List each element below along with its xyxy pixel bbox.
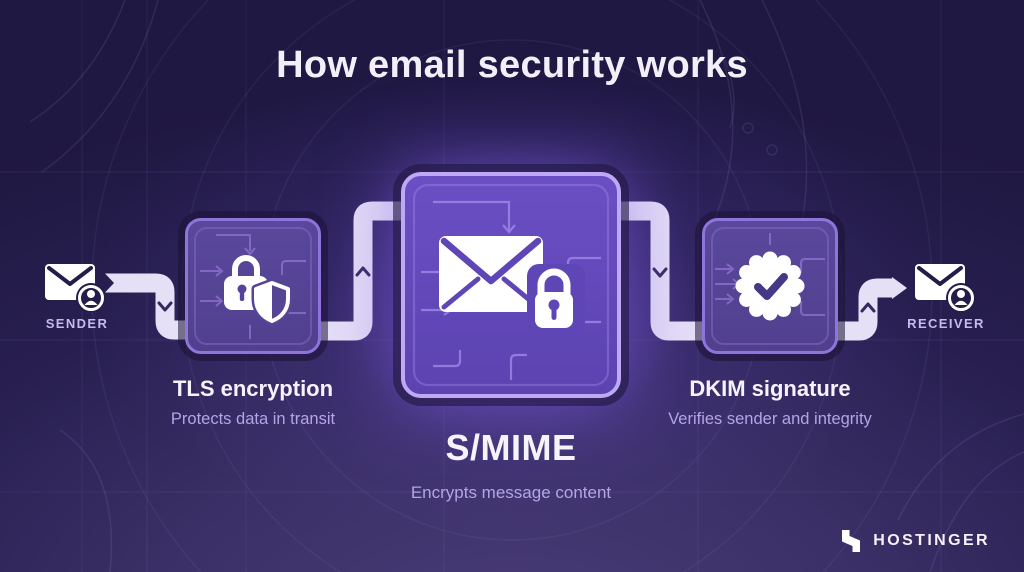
circuit-traces bbox=[711, 227, 829, 345]
connector-tail bbox=[105, 273, 120, 293]
connector-dkim-receiver bbox=[837, 278, 893, 341]
sender-endpoint bbox=[42, 258, 110, 317]
step-title: TLS encryption bbox=[172, 376, 334, 401]
hostinger-logo-icon bbox=[842, 530, 861, 552]
caption-tls: TLS encryption Protects data in transit bbox=[113, 376, 393, 429]
step-title: DKIM signature bbox=[689, 376, 851, 401]
step-subtitle: Protects data in transit bbox=[170, 410, 336, 428]
chevron-up-icon bbox=[860, 302, 876, 313]
step-box-smime bbox=[401, 172, 621, 398]
chevron-down-icon bbox=[652, 267, 668, 278]
lock-shield-icon bbox=[224, 255, 293, 325]
envelope-user-icon bbox=[915, 264, 976, 313]
receiver-endpoint bbox=[912, 258, 980, 317]
chevron-down-icon bbox=[157, 301, 173, 312]
hostinger-logo: HOSTINGER bbox=[838, 528, 990, 554]
receiver-label: RECEIVER bbox=[907, 316, 985, 331]
envelope-lock-icon bbox=[439, 236, 585, 334]
caption-smime: S/MIME Encrypts message content bbox=[371, 427, 651, 503]
hostinger-logo-text: HOSTINGER bbox=[873, 532, 990, 549]
connector-arrowhead bbox=[892, 277, 907, 299]
sender-label: SENDER bbox=[45, 316, 109, 331]
caption-dkim: DKIM signature Verifies sender and integ… bbox=[630, 376, 910, 429]
connector-sender-tls bbox=[120, 273, 187, 340]
connector-smime-dkim bbox=[620, 201, 704, 341]
connector-tls-smime bbox=[320, 201, 403, 341]
step-title: S/MIME bbox=[445, 427, 577, 468]
step-subtitle: Encrypts message content bbox=[410, 483, 612, 502]
circuit-traces bbox=[194, 227, 312, 345]
chevron-up-icon bbox=[355, 266, 371, 277]
step-box-dkim bbox=[702, 218, 838, 354]
verified-badge-icon bbox=[735, 251, 805, 321]
step-subtitle: Verifies sender and integrity bbox=[668, 410, 872, 428]
envelope-user-icon bbox=[45, 264, 106, 313]
step-box-tls bbox=[185, 218, 321, 354]
page-title: How email security works bbox=[276, 44, 748, 86]
